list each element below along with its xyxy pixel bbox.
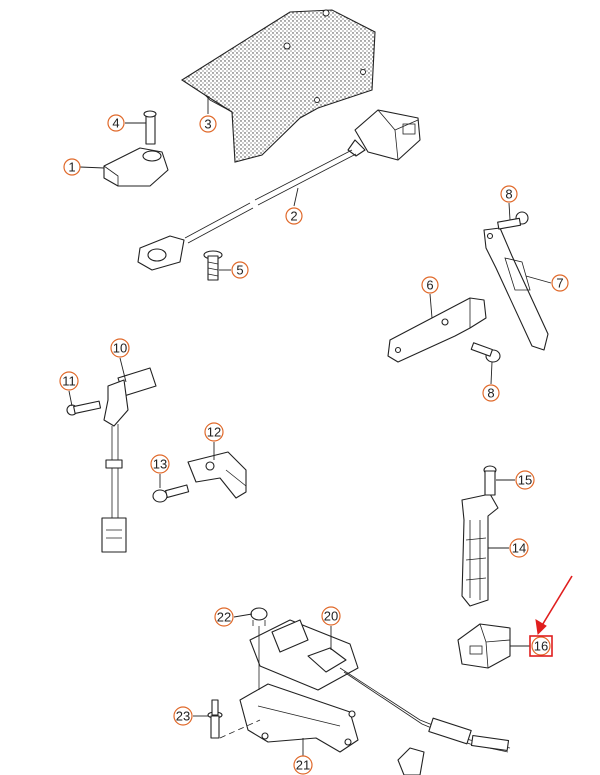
svg-text:15: 15 (518, 473, 532, 488)
svg-text:5: 5 (236, 263, 243, 278)
callout-14[interactable]: 14 (509, 538, 529, 558)
svg-text:8: 8 (487, 386, 494, 401)
bolt-part-13 (152, 484, 190, 503)
callout-15[interactable]: 15 (515, 470, 535, 490)
callout-1[interactable]: 1 (63, 158, 81, 176)
callout-12[interactable]: 12 (204, 422, 224, 442)
svg-text:1: 1 (68, 160, 75, 175)
rivet-part-23 (207, 699, 261, 739)
callout-21[interactable]: 21 (293, 755, 313, 775)
nut-part-22 (250, 607, 268, 690)
bracket-part-7 (483, 227, 549, 351)
callout-23[interactable]: 23 (173, 706, 193, 726)
sensor-part-14 (461, 493, 499, 607)
svg-text:23: 23 (176, 709, 190, 724)
callout-22[interactable]: 22 (214, 607, 234, 627)
callout-2[interactable]: 2 (285, 207, 303, 225)
bracket-part-6 (387, 297, 487, 363)
callout-13[interactable]: 13 (150, 454, 170, 474)
callout-6[interactable]: 6 (421, 276, 439, 294)
clip-part-bottom (397, 747, 425, 775)
highlight-arrow-line (537, 575, 573, 633)
callout-4[interactable]: 4 (107, 114, 125, 132)
bolt-part-15 (483, 465, 497, 496)
bolt-part-8-top (497, 211, 529, 230)
svg-text:6: 6 (426, 278, 433, 293)
bolt-part-8-bottom (470, 342, 501, 363)
callout-7[interactable]: 7 (551, 274, 569, 292)
bracket-part-21 (239, 683, 359, 753)
highlight-box (529, 635, 553, 657)
svg-text:20: 20 (324, 609, 338, 624)
clip-part-12 (187, 451, 247, 499)
svg-text:14: 14 (512, 541, 526, 556)
svg-text:10: 10 (113, 341, 127, 356)
callout-8-top[interactable]: 8 (500, 185, 518, 203)
highlight-marker (529, 575, 573, 657)
svg-text:22: 22 (217, 610, 231, 625)
svg-text:21: 21 (296, 758, 310, 773)
callout-8-bottom[interactable]: 8 (482, 384, 500, 402)
svg-text:4: 4 (112, 116, 119, 131)
knock-sensor-part (103, 110, 169, 187)
bolt-part-5 (203, 250, 223, 281)
heat-shield-part (180, 9, 376, 163)
knock-sensor-cable-part (137, 109, 421, 271)
callout-11[interactable]: 11 (59, 371, 79, 391)
callout-10[interactable]: 10 (110, 338, 130, 358)
callout-5[interactable]: 5 (231, 261, 249, 279)
housing-part-16 (457, 623, 511, 669)
svg-text:11: 11 (62, 374, 76, 389)
speed-sensor-part (101, 367, 157, 553)
svg-text:16: 16 (534, 639, 548, 654)
highlight-arrow-head (535, 619, 547, 636)
callout-16[interactable]: 16 (531, 636, 551, 656)
svg-text:13: 13 (153, 457, 167, 472)
svg-text:3: 3 (204, 117, 211, 132)
svg-text:7: 7 (556, 276, 563, 291)
callout-20[interactable]: 20 (321, 606, 341, 626)
svg-text:2: 2 (290, 209, 297, 224)
svg-text:8: 8 (505, 187, 512, 202)
svg-text:12: 12 (207, 425, 221, 440)
leader-lines (68, 96, 552, 756)
callout-3[interactable]: 3 (199, 115, 217, 133)
bolt-part-11 (66, 400, 102, 416)
